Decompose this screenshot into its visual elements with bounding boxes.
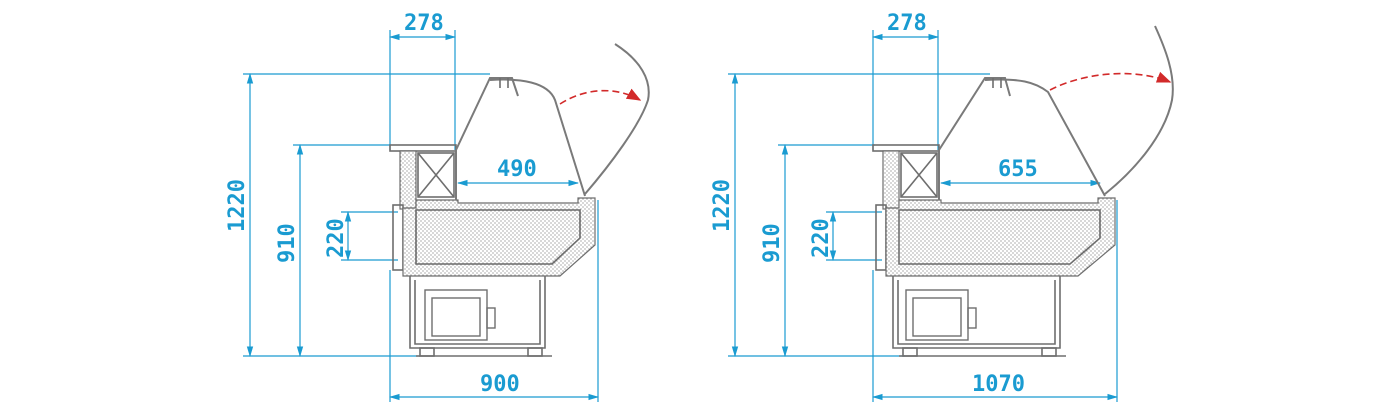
dimension-inner-depth: 490 <box>456 157 580 187</box>
dimension-total-depth: 1070 <box>871 200 1119 402</box>
dimension-inner-depth: 655 <box>939 157 1102 187</box>
dimension-total-depth: 900 <box>388 200 600 402</box>
dimension-total-height: 1220 <box>710 72 990 358</box>
dimension-counter-height: 910 <box>760 143 875 358</box>
counter-height-label: 910 <box>275 223 300 263</box>
counter-height-label: 910 <box>760 223 785 263</box>
inner-depth-label: 490 <box>497 157 537 182</box>
top-depth-label: 278 <box>404 11 444 36</box>
lip-height-label: 220 <box>809 218 834 258</box>
dimension-lip-height: 220 <box>809 210 882 262</box>
inner-depth-label: 655 <box>998 157 1038 182</box>
case-outline <box>872 25 1174 357</box>
total-height-label: 1220 <box>710 179 735 232</box>
lip-height-label: 220 <box>324 218 349 258</box>
display-case-view-2: 1220 910 220 278 655 1070 <box>710 11 1174 402</box>
case-outline <box>389 43 650 357</box>
dimension-counter-height: 910 <box>275 143 390 358</box>
display-case-view-1: 1220 910 220 278 490 <box>225 11 650 402</box>
dimension-total-height: 1220 <box>225 72 490 358</box>
total-depth-label: 900 <box>480 372 520 397</box>
dimension-top-depth: 278 <box>871 11 940 150</box>
dimension-lip-height: 220 <box>324 210 398 262</box>
total-height-label: 1220 <box>225 179 250 232</box>
top-depth-label: 278 <box>887 11 927 36</box>
dimension-top-depth: 278 <box>388 11 457 150</box>
total-depth-label: 1070 <box>972 372 1025 397</box>
